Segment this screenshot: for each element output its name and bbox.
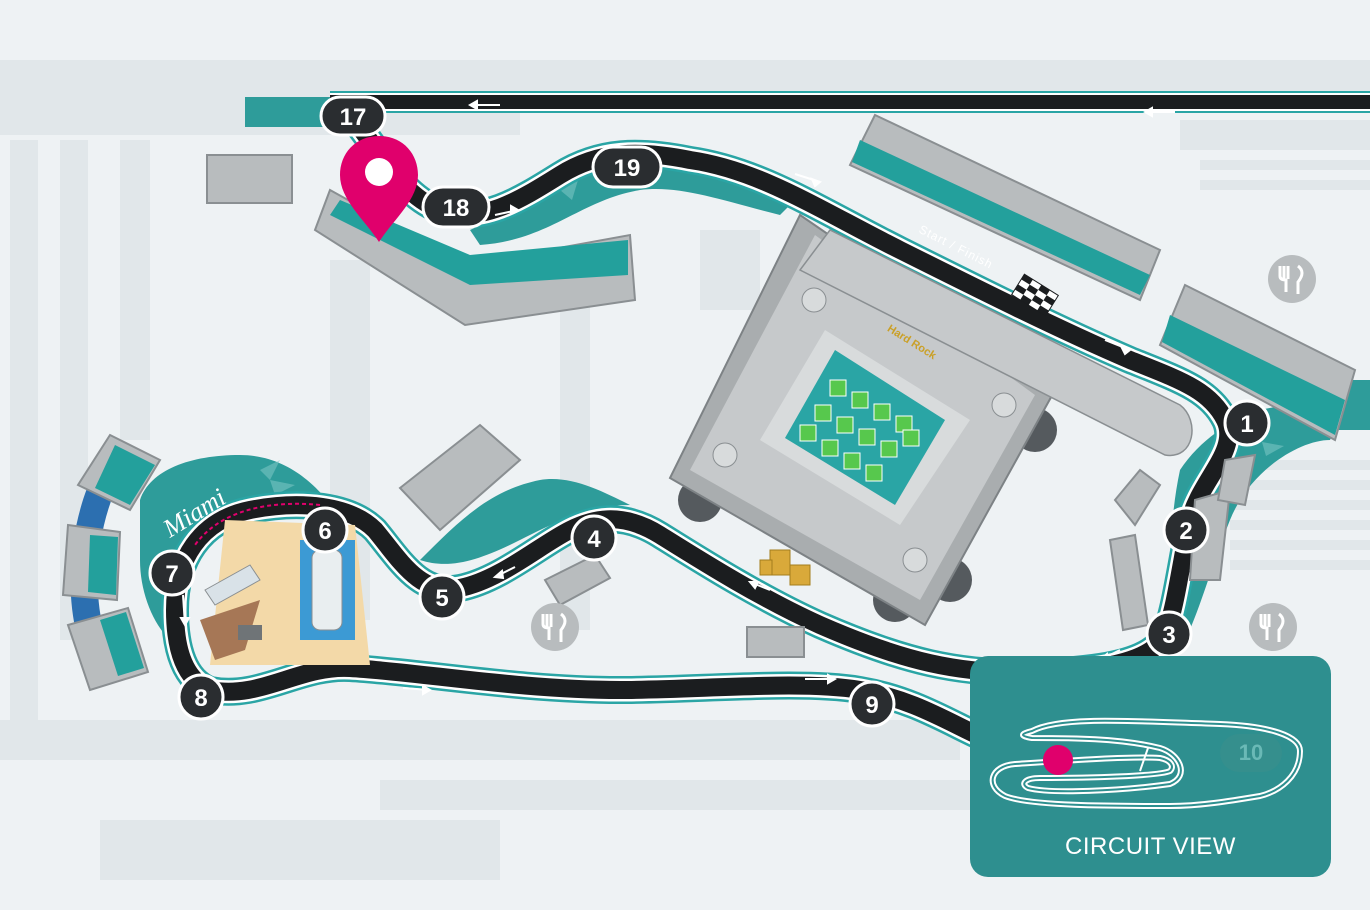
checkered-flag-icon	[1010, 273, 1060, 317]
restaurant-icon[interactable]	[531, 603, 579, 651]
yacht-icon	[204, 564, 261, 606]
race-track	[160, 105, 1243, 759]
grandstand-t19	[848, 113, 1162, 302]
turn-marker-17[interactable]: 17	[319, 95, 387, 137]
grandstand-t18	[313, 188, 637, 327]
svg-text:7: 7	[165, 561, 178, 588]
svg-text:19: 19	[614, 155, 641, 182]
turn-marker-9[interactable]: 9	[848, 680, 896, 728]
current-position-marker	[1043, 745, 1073, 775]
circuit-outline-icon: 10	[989, 717, 1303, 809]
restaurant-icon[interactable]	[1268, 255, 1316, 303]
svg-text:5: 5	[435, 585, 448, 612]
restaurant-icon[interactable]	[1249, 603, 1297, 651]
svg-text:2: 2	[1179, 518, 1192, 545]
football-field	[799, 379, 920, 482]
svg-text:10: 10	[1239, 740, 1263, 765]
svg-text:8: 8	[194, 685, 207, 712]
svg-text:9: 9	[865, 692, 878, 719]
yacht-icon	[311, 549, 343, 631]
svg-text:1: 1	[1240, 411, 1253, 438]
turn-marker-2[interactable]: 2	[1162, 506, 1210, 554]
buildings	[206, 154, 1257, 658]
turn-marker-19[interactable]: 19	[591, 145, 663, 189]
pit-building	[798, 229, 1193, 456]
svg-text:3: 3	[1162, 622, 1175, 649]
turn-marker-10: 10	[1220, 734, 1282, 772]
turn-marker-8[interactable]: 8	[177, 673, 225, 721]
turn-marker-3[interactable]: 3	[1145, 610, 1193, 658]
turn-marker-1[interactable]: 1	[1223, 399, 1271, 447]
grandstand-t7	[61, 433, 162, 692]
svg-text:4: 4	[587, 526, 601, 553]
podium-icon	[759, 549, 811, 586]
turn-marker-4[interactable]: 4	[570, 514, 618, 562]
turn-marker-7[interactable]: 7	[148, 549, 196, 597]
svg-text:18: 18	[443, 195, 470, 222]
grandstand-t1	[1158, 283, 1357, 442]
turn-marker-6[interactable]: 6	[301, 506, 349, 554]
location-pin-icon[interactable]	[340, 136, 418, 242]
circuit-view-label: CIRCUIT VIEW	[1065, 833, 1236, 860]
marina-area	[200, 520, 370, 665]
svg-text:17: 17	[340, 104, 367, 131]
svg-text:6: 6	[318, 518, 331, 545]
turn-marker-18[interactable]: 18	[421, 185, 491, 229]
circuit-view-button[interactable]: 10 CIRCUIT VIEW	[970, 656, 1331, 877]
turn-marker-5[interactable]: 5	[418, 573, 466, 621]
